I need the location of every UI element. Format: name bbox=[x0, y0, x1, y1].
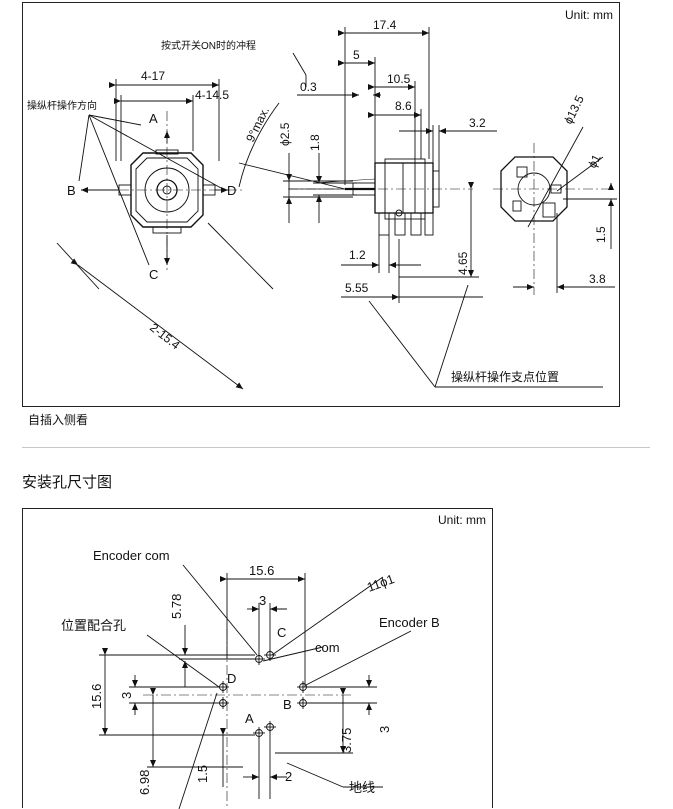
dim-3-left: 3 bbox=[119, 692, 134, 699]
lever-direction-label: 操纵杆操作方向 bbox=[27, 99, 97, 112]
direction-d: D bbox=[227, 183, 236, 198]
rear-view bbox=[493, 126, 617, 295]
terminal-d-label: D bbox=[227, 671, 236, 686]
dim-phi-1: ϕ1 bbox=[585, 152, 604, 170]
dim-3-8: 3.8 bbox=[589, 272, 606, 286]
com-label: com bbox=[315, 640, 340, 655]
direction-c: C bbox=[149, 267, 158, 282]
dim-4-14-5: 4-14.5 bbox=[195, 88, 229, 102]
encoder-b-label: Encoder B bbox=[379, 615, 440, 630]
section-title-mounting-holes: 安装孔尺寸图 bbox=[22, 474, 113, 491]
side-view bbox=[238, 27, 603, 388]
unit-label-2: Unit: mm bbox=[438, 513, 486, 527]
dim-2-15-4: 2-15.4 bbox=[147, 320, 183, 352]
dim-3-75: 3.75 bbox=[339, 728, 354, 753]
dim-15-6-top: 15.6 bbox=[249, 563, 274, 578]
mounting-holes bbox=[217, 649, 309, 739]
dim-3-right: 3 bbox=[377, 726, 392, 733]
side-view-drawing-panel: Unit: mm bbox=[22, 2, 620, 407]
dim-1-2: 1.2 bbox=[349, 248, 366, 262]
dim-4-65: 4.65 bbox=[456, 251, 470, 275]
dim-1-8: 1.8 bbox=[308, 134, 322, 151]
dim-15-6-left: 15.6 bbox=[89, 684, 104, 709]
dim-5-78: 5.78 bbox=[169, 594, 184, 619]
direction-b: B bbox=[67, 183, 76, 198]
dim-17-4: 17.4 bbox=[373, 18, 397, 32]
encoder-com-label: Encoder com bbox=[93, 548, 170, 563]
dim-6-98: 6.98 bbox=[137, 770, 152, 795]
dim-2: 2 bbox=[285, 769, 292, 784]
terminal-b-label: B bbox=[283, 697, 292, 712]
ground-label: 地线 bbox=[349, 780, 375, 795]
unit-label: Unit: mm bbox=[565, 8, 613, 22]
dim-4-17: 4-17 bbox=[141, 69, 165, 83]
side-view-drawing: 操纵杆操作方向 按式开关ON时的冲程 4-17 4-14.5 A B C D 1… bbox=[27, 18, 617, 390]
section-divider bbox=[22, 447, 650, 448]
mounting-hole-drawing-panel: Unit: mm bbox=[22, 508, 493, 809]
dim-1-5: 1.5 bbox=[594, 226, 608, 243]
dim-1-5-bottom: 1.5 bbox=[195, 765, 210, 783]
dim-3-top: 3 bbox=[259, 593, 266, 608]
terminal-a-label: A bbox=[245, 711, 254, 726]
mounting-hole-drawing: Encoder com Encoder B com 位置配合孔 地线 11ϕ1 … bbox=[61, 548, 440, 809]
terminal-c-label: C bbox=[277, 625, 286, 640]
pivot-position-label: 操纵杆操作支点位置 bbox=[451, 369, 559, 384]
dim-phi-13-5: ϕ13.5 bbox=[561, 93, 587, 126]
dim-phi-2-5: ϕ2.5 bbox=[278, 122, 292, 146]
front-view bbox=[56, 79, 274, 390]
push-switch-stroke-label: 按式开关ON时的冲程 bbox=[161, 39, 256, 52]
dim-3-2: 3.2 bbox=[469, 116, 486, 130]
dim-5: 5 bbox=[353, 48, 360, 62]
position-hole-label: 位置配合孔 bbox=[61, 618, 126, 633]
dim-9-deg-max: 9°max. bbox=[243, 104, 272, 144]
insertion-side-caption: 自插入侧看 bbox=[28, 413, 89, 427]
dim-10-5: 10.5 bbox=[387, 72, 411, 86]
direction-a: A bbox=[149, 111, 158, 126]
holes-label: 11ϕ1 bbox=[365, 571, 396, 595]
dim-0-3: 0.3 bbox=[300, 80, 317, 94]
dim-8-6: 8.6 bbox=[395, 99, 412, 113]
dim-5-55: 5.55 bbox=[345, 281, 369, 295]
